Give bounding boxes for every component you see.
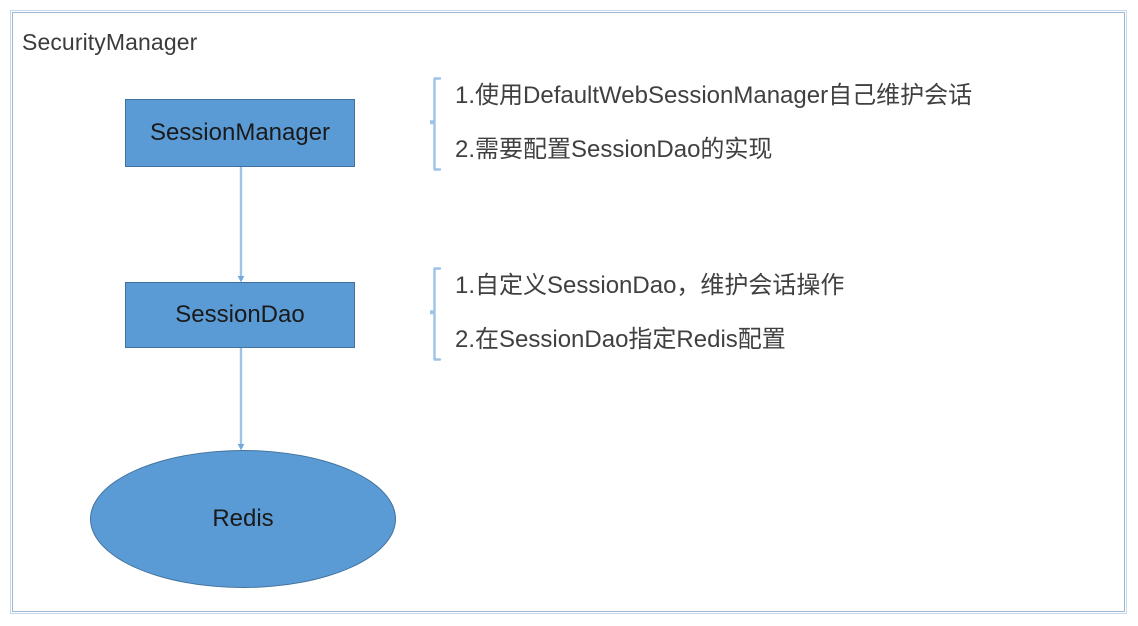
left-curly-bracket-icon <box>430 267 442 361</box>
annotation-line-2: 2.在SessionDao指定Redis配置 <box>455 326 786 353</box>
node-session-manager-label: SessionManager <box>149 119 331 146</box>
node-session-dao[interactable]: SessionDao <box>125 282 355 348</box>
annotation-text-block: 1.使用DefaultWebSessionManager自己维护会话 2.需要配… <box>455 76 1115 172</box>
node-session-dao-label: SessionDao <box>175 301 305 328</box>
annotation-line-2: 2.需要配置SessionDao的实现 <box>455 136 773 163</box>
node-session-manager[interactable]: SessionManager <box>125 99 355 167</box>
node-redis-label: Redis <box>212 505 274 532</box>
annotation-text-block: 1.自定义SessionDao，维护会话操作 2.在SessionDao指定Re… <box>455 266 1115 362</box>
annotation-line-1: 1.自定义SessionDao，维护会话操作 <box>455 272 845 299</box>
left-curly-bracket-icon <box>430 77 442 171</box>
container-title: SecurityManager <box>22 29 198 55</box>
security-manager-container <box>10 10 1127 614</box>
annotation-line-1: 1.使用DefaultWebSessionManager自己维护会话 <box>455 82 973 109</box>
node-redis[interactable]: Redis <box>90 450 396 588</box>
